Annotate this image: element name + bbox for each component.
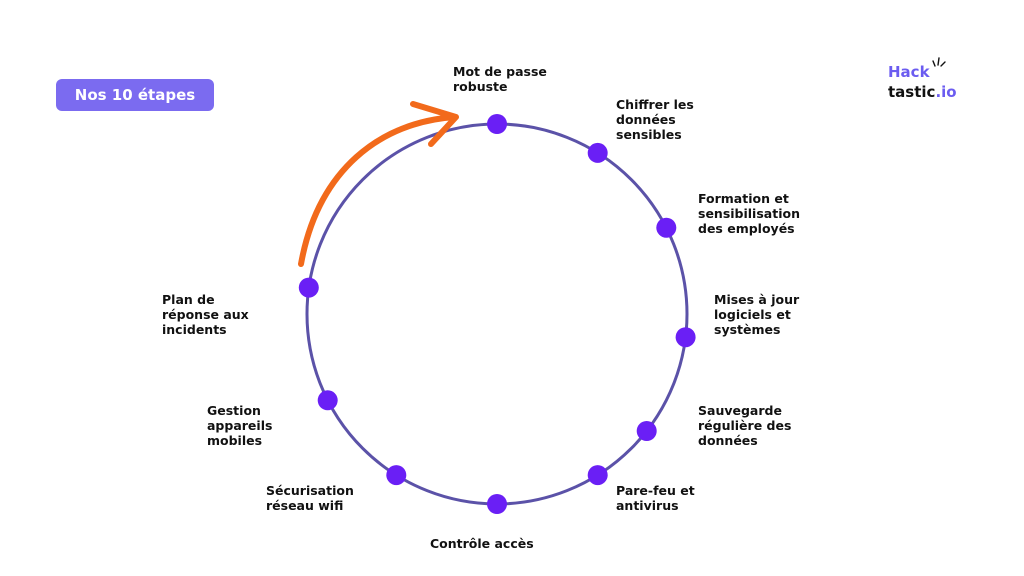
spark-icon (932, 57, 946, 67)
step-dot (587, 142, 608, 163)
step-dot (317, 390, 338, 411)
step-dot (298, 277, 319, 298)
step-dot (487, 494, 507, 514)
step-label: Mot de passe robuste (453, 64, 547, 94)
steps-badge: Nos 10 étapes (56, 79, 214, 111)
step-label: Mises à jour logiciels et systèmes (714, 292, 800, 337)
hacktastic-logo: Hack tastic.io (888, 57, 957, 102)
cycle-ring (305, 122, 689, 506)
step-label: Contrôle accès (430, 536, 534, 551)
step-label: Sécurisation réseau wifi (266, 483, 354, 513)
step-dot (587, 465, 608, 486)
step-label: Plan de réponse aux incidents (162, 292, 249, 337)
step-dot (656, 217, 677, 238)
arrow-head (410, 101, 459, 147)
logo-word: tastic (888, 83, 936, 101)
direction-arrow (298, 114, 458, 267)
step-label: Pare-feu et antivirus (616, 483, 695, 513)
logo-suffix: .io (935, 83, 957, 101)
step-dot (636, 421, 657, 441)
step-label: Chiffrer les données sensibles (616, 97, 694, 142)
step-label: Formation et sensibilisation des employé… (698, 191, 800, 236)
logo-line-2: tastic.io (888, 82, 957, 102)
logo-line-1: Hack (888, 63, 930, 81)
step-label: Sauvegarde régulière des données (698, 403, 792, 448)
step-dot (487, 114, 507, 134)
step-dot (386, 465, 407, 486)
step-label: Gestion appareils mobiles (207, 403, 273, 448)
step-dot (675, 327, 696, 348)
